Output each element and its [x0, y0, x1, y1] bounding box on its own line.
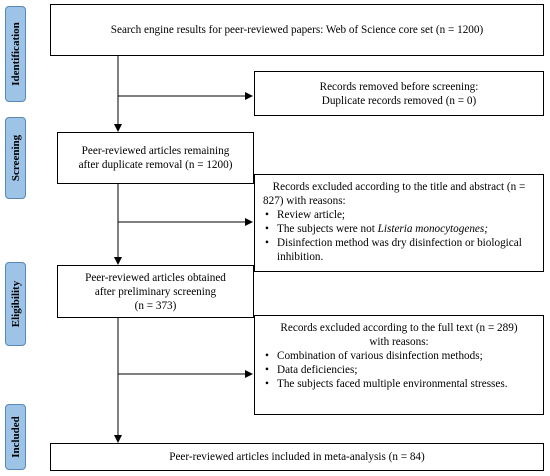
excluded-ta-reason-3: Disinfection method was dry disinfection…: [265, 236, 535, 264]
excluded-ft-reason-3: The subjects faced multiple environmenta…: [265, 377, 535, 391]
excluded-ta-reasons: Review article; The subjects were not Li…: [263, 208, 535, 264]
included-text: Peer-reviewed articles included in meta-…: [169, 451, 425, 463]
excluded-ta-reason-3-text: Disinfection method was dry disinfection…: [277, 237, 522, 263]
remaining-line2: after duplicate removal (n = 1200): [78, 159, 233, 171]
excluded-ta-line2: 827) with reasons:: [263, 195, 346, 207]
excluded-title-abstract-box: Records excluded according to the title …: [254, 174, 544, 272]
excluded-ta-reason-1: Review article;: [265, 208, 535, 222]
excluded-ft-line1: Records excluded according to the full t…: [280, 322, 518, 334]
obtained-line2: after preliminary screening: [94, 285, 217, 298]
remaining-line1: Peer-reviewed articles remaining: [81, 145, 230, 157]
excluded-ta-reason-2-text: The subjects were not: [277, 223, 378, 235]
records-removed-line1: Records removed before screening:: [319, 80, 479, 93]
search-results-box: Search engine results for peer-reviewed …: [50, 4, 544, 56]
excluded-ft-reason-3-text: The subjects faced multiple environmenta…: [277, 378, 508, 390]
records-removed-line2: Duplicate records removed (n = 0): [321, 94, 477, 107]
excluded-ta-reason-2-species: Listeria monocytogenes;: [377, 223, 488, 235]
obtained-line1: Peer-reviewed articles obtained: [85, 271, 226, 284]
included-articles-box: Peer-reviewed articles included in meta-…: [50, 443, 544, 471]
stage-eligibility: Eligibility: [5, 262, 26, 346]
stage-included: Included: [5, 404, 26, 470]
excluded-ft-reasons: Combination of various disinfection meth…: [263, 349, 535, 391]
search-results-text: Search engine results for peer-reviewed …: [110, 24, 484, 36]
remaining-articles-box: Peer-reviewed articles remaining after d…: [57, 132, 254, 184]
excluded-ta-reason-2: The subjects were not Listeria monocytog…: [265, 222, 535, 236]
excluded-ta-heading: Records excluded according to the title …: [263, 180, 535, 208]
stage-identification: Identification: [5, 6, 26, 102]
excluded-ta-reason-1-text: Review article;: [277, 209, 346, 221]
excluded-ft-heading: Records excluded according to the full t…: [263, 321, 535, 349]
obtained-articles-box: Peer-reviewed articles obtained after pr…: [57, 265, 254, 318]
obtained-line3: (n = 373): [134, 299, 177, 312]
records-removed-box: Records removed before screening: Duplic…: [254, 71, 544, 116]
excluded-ft-reason-2: Data deficiencies;: [265, 363, 535, 377]
excluded-ft-reason-1: Combination of various disinfection meth…: [265, 349, 535, 363]
excluded-ft-reason-1-text: Combination of various disinfection meth…: [277, 350, 483, 362]
stage-screening: Screening: [5, 117, 26, 199]
excluded-full-text-box: Records excluded according to the full t…: [254, 315, 544, 415]
excluded-ta-line1: Records excluded according to the title …: [272, 181, 526, 193]
excluded-ft-reason-2-text: Data deficiencies;: [277, 364, 358, 376]
excluded-ft-line2: with reasons:: [369, 336, 429, 348]
